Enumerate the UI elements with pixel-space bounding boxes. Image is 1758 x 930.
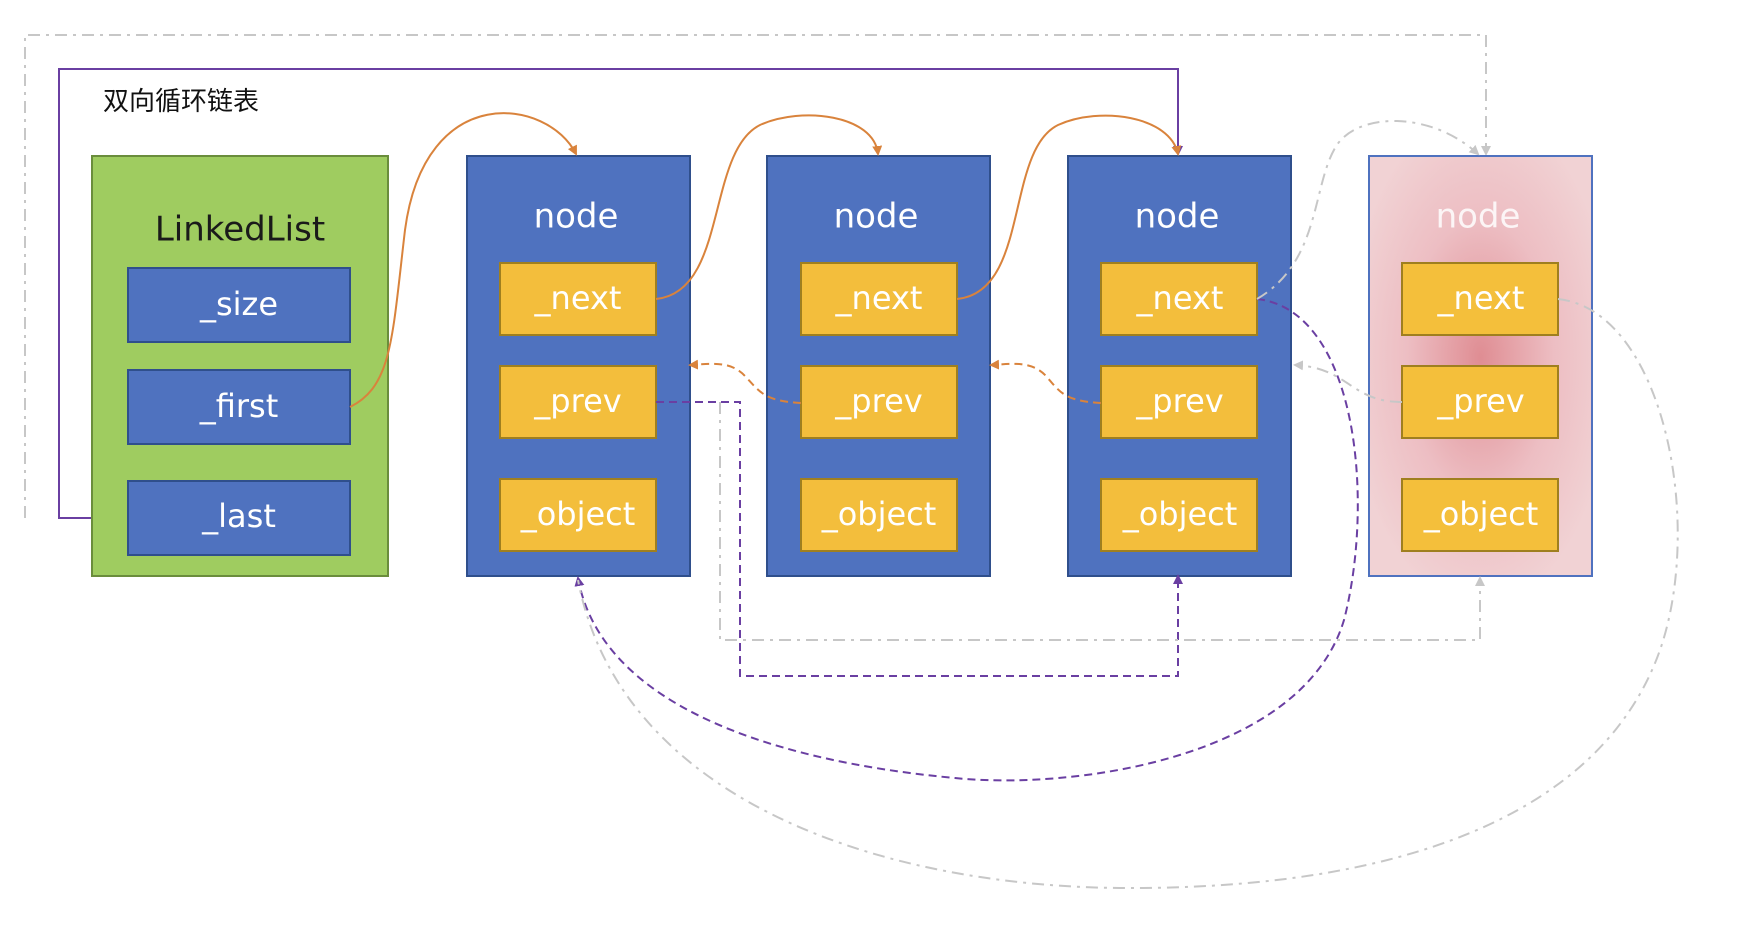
node-3-title: node [1135,197,1220,237]
ghost-node-prev-field: _prev [1436,382,1524,420]
node-3-next-field: _next [1136,279,1224,317]
diagram-title: 双向循环链表 [103,87,259,117]
linked-list-box: LinkedList _size _first _last [91,155,389,577]
ghost-node-next-field: _next [1437,279,1525,317]
next-pointer-connectors [349,112,1182,408]
ghost-node-box: node _next _prev _object [1368,155,1593,577]
linked-list-title: LinkedList [155,210,325,250]
linked-list-size-field: _size [199,285,278,323]
node-3-object-field: _object [1122,495,1238,533]
node-2-prev-field: _prev [834,382,922,420]
purple-object-connectors [574,298,1359,782]
node-1-title: node [534,197,619,237]
node-1-next-field: _next [534,279,622,317]
node-2-title: node [834,197,919,237]
node-2-object-field: _object [821,495,937,533]
gray-object-connectors [577,120,1679,890]
node-2-next-field: _next [835,279,923,317]
linked-list-first-field: _first [199,387,279,425]
purple-top-loop-connector [58,68,1183,519]
node-box-1: node _next _prev _object [466,155,691,577]
ghost-node-title: node [1436,197,1521,237]
gray-outer-loop-connector [24,34,1491,518]
node-box-3: node _next _prev _object [1067,155,1292,577]
node-1-prev-field: _prev [533,382,621,420]
node-1-object-field: _object [520,495,636,533]
node-box-2: node _next _prev _object [766,155,991,577]
node-3-prev-field: _prev [1135,382,1223,420]
linked-list-last-field: _last [201,497,276,535]
ghost-node-object-field: _object [1423,495,1539,533]
prev-pointer-connectors [688,359,1102,404]
